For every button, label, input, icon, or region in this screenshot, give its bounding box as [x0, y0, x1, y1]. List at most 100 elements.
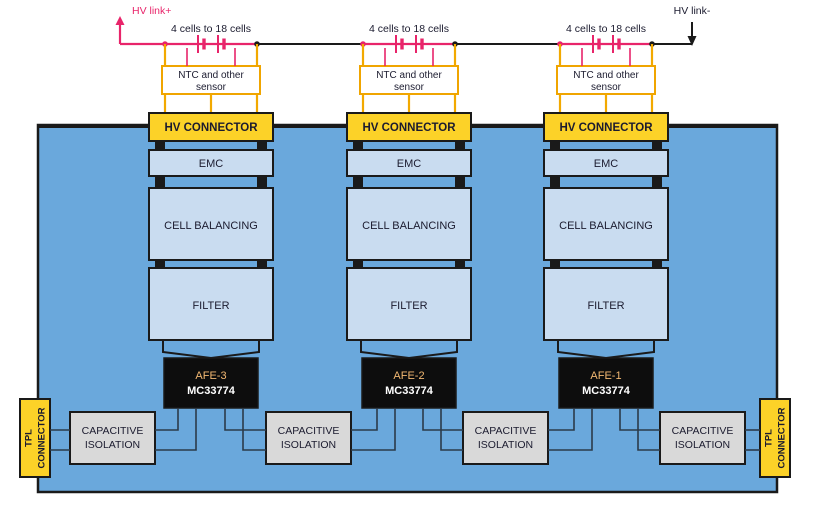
- hv-link-plus-label: HV link+: [132, 5, 171, 17]
- afe-part-label-2: MC33774: [582, 385, 631, 397]
- capacitive-isolation-line1-3: CAPACITIVE: [672, 425, 734, 437]
- tpl-connector-line2-0: CONNECTOR: [37, 407, 48, 468]
- emc-label-1: EMC: [397, 158, 422, 170]
- block-link-left-1: [353, 141, 363, 150]
- capacitive-isolation-line1-0: CAPACITIVE: [82, 425, 144, 437]
- wire-afe3-iso1-a: [224, 408, 266, 431]
- cell-group-label-0: 4 cells to 18 cells: [171, 23, 251, 35]
- cell-balancing-block-0[interactable]: [148, 187, 274, 261]
- afe-block-2[interactable]: [558, 357, 654, 409]
- capacitive-isolation-3[interactable]: CAPACITIVE ISOLATION: [659, 411, 746, 465]
- capacitive-isolation-line1-1: CAPACITIVE: [278, 425, 340, 437]
- hv-link-plus-arrow: [115, 16, 125, 25]
- wire-afe2-iso2-a: [422, 408, 463, 431]
- ntc-sensor-line2-2: sensor: [591, 82, 622, 93]
- hv-rail-group: HV link+ HV link-: [115, 5, 711, 47]
- block-link-right-1: [455, 141, 465, 150]
- cell-balancing-label-1: CELL BALANCING: [362, 220, 456, 232]
- afe-name-label-0: AFE-3: [195, 370, 226, 382]
- cell-balancing-block-2[interactable]: [543, 187, 669, 261]
- wire-iso0-afe3-b: [155, 408, 197, 451]
- capacitive-isolation-0[interactable]: CAPACITIVE ISOLATION: [69, 411, 156, 465]
- capacitive-isolation-2[interactable]: CAPACITIVE ISOLATION: [462, 411, 549, 465]
- afe-name-label-2: AFE-1: [590, 370, 621, 382]
- ntc-sensor-line1-0: NTC and other: [178, 70, 244, 81]
- emc-block-0[interactable]: [148, 149, 274, 177]
- capacitive-isolation-line2-3: ISOLATION: [675, 439, 730, 451]
- capacitive-isolation-body-1[interactable]: [265, 411, 352, 465]
- block-link-right-0: [257, 141, 267, 150]
- block-link-right-2: [652, 141, 662, 150]
- capacitive-isolation-line1-2: CAPACITIVE: [475, 425, 537, 437]
- block-link-left-0: [155, 260, 165, 268]
- filter-block-0[interactable]: [148, 267, 274, 341]
- cell-balancing-block-1[interactable]: [346, 187, 472, 261]
- afe-block-0[interactable]: [163, 357, 259, 409]
- ntc-sensor-box-0: [161, 65, 261, 95]
- afe-part-label-1: MC33774: [385, 385, 434, 397]
- block-link-left-0: [155, 176, 165, 188]
- filter-block-1[interactable]: [346, 267, 472, 341]
- emc-label-0: EMC: [199, 158, 224, 170]
- tpl-connector-line1-1: TPL: [764, 429, 775, 447]
- cell-balancing-label-0: CELL BALANCING: [164, 220, 258, 232]
- wire-iso0-afe3-a: [155, 408, 179, 431]
- block-link-right-0: [257, 260, 267, 268]
- tpl-connector-line2-1: CONNECTOR: [777, 407, 788, 468]
- block-link-left-0: [155, 141, 165, 150]
- wire-iso1-afe2-a: [351, 408, 378, 431]
- wire-iso1-afe2-b: [351, 408, 396, 451]
- block-link-right-1: [455, 260, 465, 268]
- block-link-right-2: [652, 176, 662, 188]
- hv-connector-label-0: HV CONNECTOR: [164, 122, 258, 134]
- cell-balancing-label-2: CELL BALANCING: [559, 220, 653, 232]
- tpl-connector-body-1[interactable]: [759, 398, 791, 478]
- wire-afe1-iso3-a: [619, 408, 660, 431]
- capacitive-isolation-body-0[interactable]: [69, 411, 156, 465]
- hv-link-minus-label: HV link-: [674, 5, 711, 17]
- block-link-left-1: [353, 176, 363, 188]
- capacitive-isolation-body-2[interactable]: [462, 411, 549, 465]
- block-link-right-1: [455, 176, 465, 188]
- afe-block-1[interactable]: [361, 357, 457, 409]
- filter-label-1: FILTER: [390, 300, 427, 312]
- block-link-left-2: [550, 141, 560, 150]
- daisy-chain-wiring: [38, 126, 777, 451]
- ntc-sensor-line1-1: NTC and other: [376, 70, 442, 81]
- signal-chain-column-0: HV CONNECTOR EMC CELL BALANCING FILTER AFE-3…: [148, 112, 274, 409]
- wire-iso2-afe1-a: [548, 408, 575, 431]
- ntc-sensor-line2-1: sensor: [394, 82, 425, 93]
- wire-afe3-iso1-b: [242, 408, 266, 451]
- emc-block-1[interactable]: [346, 149, 472, 177]
- wire-iso2-afe1-b: [548, 408, 593, 451]
- filter-label-2: FILTER: [587, 300, 624, 312]
- emc-label-2: EMC: [594, 158, 619, 170]
- ntc-sensor-line1-2: NTC and other: [573, 70, 639, 81]
- afe-part-label-0: MC33774: [187, 385, 236, 397]
- emc-block-2[interactable]: [543, 149, 669, 177]
- block-link-left-2: [550, 176, 560, 188]
- block-link-left-1: [353, 260, 363, 268]
- tpl-connector-body-0[interactable]: [19, 398, 51, 478]
- ntc-sensor-line2-0: sensor: [196, 82, 227, 93]
- hv-link-minus-arrow: [687, 36, 697, 46]
- ntc-sensor-box-2: [556, 65, 656, 95]
- hv-connector-block-0[interactable]: [148, 112, 274, 142]
- capacitive-isolation-line2-2: ISOLATION: [478, 439, 533, 451]
- cell-group-label-1: 4 cells to 18 cells: [369, 23, 449, 35]
- capacitive-isolation-body-3[interactable]: [659, 411, 746, 465]
- block-link-right-2: [652, 260, 662, 268]
- cell-group-1: 4 cells to 18 cells: [369, 23, 449, 53]
- block-link-left-2: [550, 260, 560, 268]
- filter-label-0: FILTER: [192, 300, 229, 312]
- capacitive-isolation-line2-0: ISOLATION: [85, 439, 140, 451]
- filter-block-2[interactable]: [543, 267, 669, 341]
